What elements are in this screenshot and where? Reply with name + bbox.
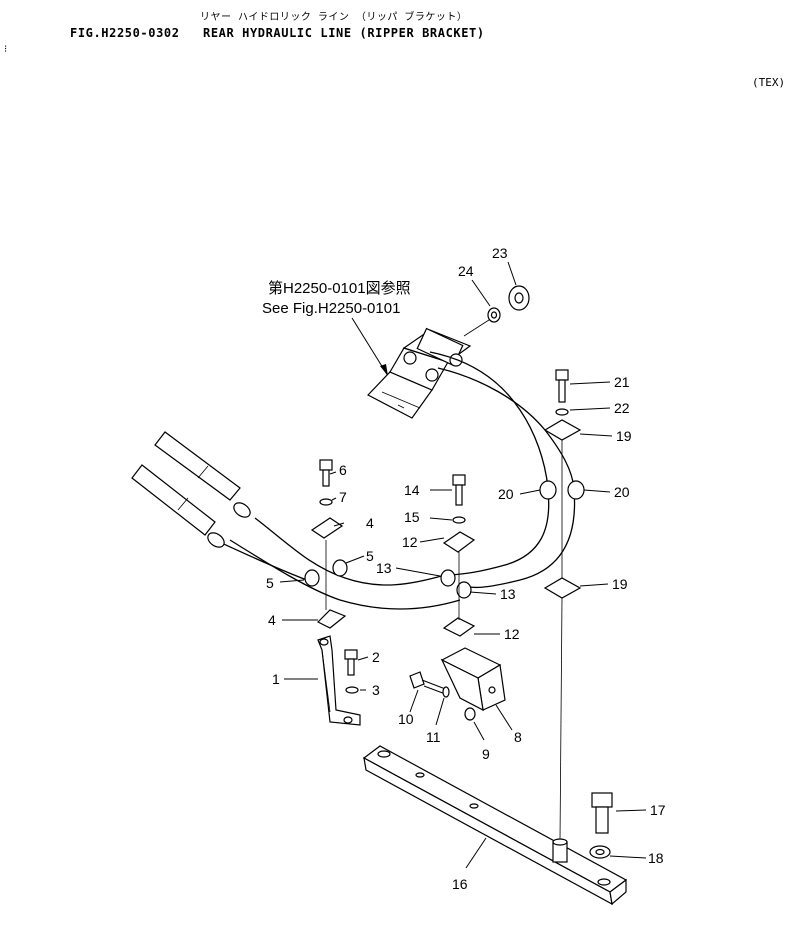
hose-upper-right-a (429, 351, 549, 489)
callout-24: 24 (458, 263, 474, 279)
clamp-12-lower (442, 617, 476, 637)
callout-labels: 1 2 3 4 4 5 5 6 7 8 9 10 11 12 12 13 13 … (266, 245, 666, 892)
model-code: (TEX) (752, 76, 786, 89)
hose-end-lower (131, 464, 225, 548)
callout-11: 11 (426, 729, 441, 745)
bracket-8 (440, 647, 506, 712)
hose-main-a (459, 489, 576, 589)
callout-16: 16 (452, 876, 468, 892)
reference-english: See Fig.H2250-0101 (262, 300, 400, 317)
figure-title: REAR HYDRAULIC LINE (RIPPER BRACKET) (203, 26, 485, 40)
callout-12-lower: 12 (504, 626, 520, 642)
cushion-20-left (539, 480, 557, 500)
hose-lower-left-a (229, 539, 461, 610)
bolt-17 (591, 792, 613, 834)
callout-8: 8 (514, 729, 522, 745)
reference-japanese: 第H2250-0101図参照 (268, 279, 411, 297)
bolt-10 (409, 671, 449, 696)
callout-6: 6 (339, 462, 347, 478)
washer-3 (345, 686, 359, 694)
bolt-14 (452, 474, 466, 506)
sleeve-24 (487, 307, 501, 323)
callout-3: 3 (372, 682, 380, 698)
callout-13-upper: 13 (376, 560, 392, 576)
callout-2: 2 (372, 649, 380, 665)
washer-11 (442, 686, 450, 698)
callout-19-upper: 19 (616, 428, 632, 444)
callout-7: 7 (339, 489, 347, 505)
cushion-5-left (304, 569, 320, 587)
cushion-20-right (567, 480, 585, 500)
callout-14: 14 (404, 482, 420, 498)
leader-lines (279, 381, 647, 869)
bracket-1 (317, 635, 361, 726)
washer-18 (589, 845, 611, 859)
callout-17: 17 (650, 802, 666, 818)
nut-9 (464, 707, 476, 721)
callout-5-right: 5 (366, 548, 374, 564)
bar-16 (362, 745, 628, 906)
hose-upper-right-b (437, 367, 575, 489)
bolt-6 (319, 459, 333, 487)
callout-9: 9 (482, 746, 490, 762)
callout-23: 23 (492, 245, 508, 261)
callout-15: 15 (404, 509, 420, 525)
hose-lower-left-b (254, 517, 446, 586)
bolt-2 (344, 649, 358, 676)
washer-22 (555, 408, 569, 416)
boss-on-bar (552, 838, 568, 863)
callout-20-left: 20 (498, 486, 514, 502)
hose-end-upper (154, 431, 251, 518)
clamp-12-upper (442, 531, 476, 553)
callout-4-lower: 4 (268, 612, 276, 628)
callout-20-right: 20 (614, 484, 630, 500)
callout-4-upper: 4 (366, 515, 374, 531)
fitting-leader-line (463, 317, 493, 337)
cushion-13-upper (440, 569, 456, 587)
japanese-title: リヤー ハイドロリック ライン （リッパ ブラケット） (200, 12, 468, 23)
cushion-5-right (332, 559, 348, 577)
clamp-19-upper (543, 419, 582, 441)
callout-10: 10 (398, 711, 414, 727)
margin-mark: ⁝ (4, 44, 8, 55)
callout-21: 21 (614, 374, 630, 390)
callout-19-lower: 19 (612, 576, 628, 592)
hose-main-b (449, 489, 550, 576)
callout-5-left: 5 (266, 575, 274, 591)
clamp-4-upper (310, 517, 344, 539)
washer-7 (319, 498, 333, 506)
figure-number: FIG.H2250-0302 (70, 26, 180, 40)
hose-lower-left-c (214, 539, 313, 583)
callout-18: 18 (648, 850, 664, 866)
cushion-13-lower (456, 581, 472, 599)
washer-15 (452, 516, 466, 524)
bolt-21 (555, 369, 569, 403)
callout-13-lower: 13 (500, 586, 516, 602)
clamp-19-lower (543, 577, 582, 599)
nut-23 (508, 285, 530, 311)
callout-1: 1 (272, 671, 280, 687)
valve-bracket-assembly (367, 327, 472, 419)
reference-arrowhead (380, 364, 388, 376)
callout-12-upper: 12 (402, 534, 418, 550)
clamp-4-lower (316, 609, 347, 629)
callout-22: 22 (614, 400, 630, 416)
